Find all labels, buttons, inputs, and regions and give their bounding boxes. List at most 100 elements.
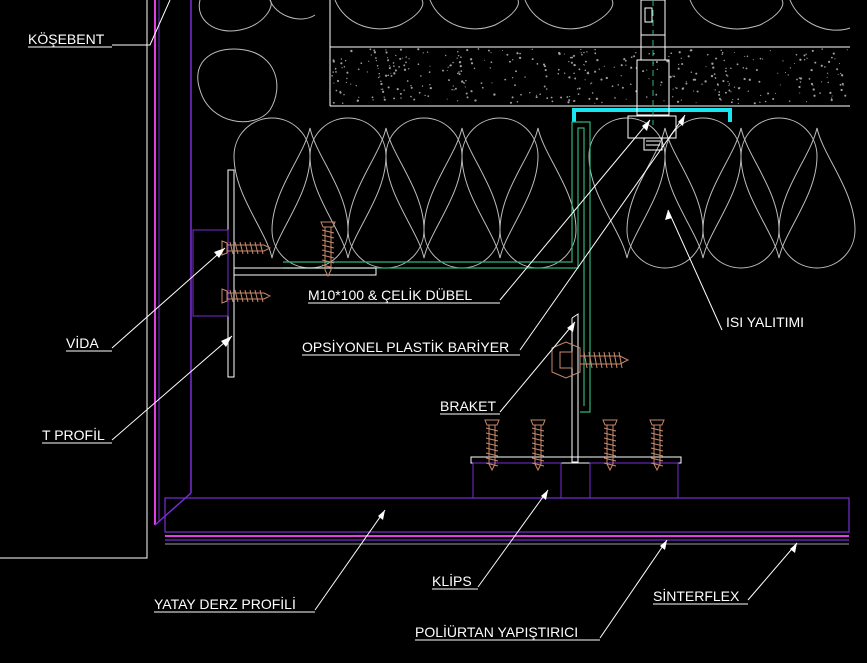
concrete-speck — [827, 60, 831, 64]
concrete-speck — [588, 97, 591, 100]
concrete-speck — [452, 61, 454, 64]
concrete-speck — [846, 49, 848, 51]
concrete-speck — [704, 80, 707, 83]
concrete-speck — [542, 63, 546, 66]
concrete-speck — [493, 93, 496, 96]
concrete-speck — [573, 72, 575, 74]
concrete-speck — [340, 62, 343, 65]
concrete-speck — [387, 59, 390, 62]
concrete-speck — [798, 85, 801, 89]
concrete-speck — [379, 75, 381, 77]
concrete-speck — [746, 55, 749, 58]
concrete-speck — [420, 75, 422, 77]
concrete-speck — [594, 70, 597, 73]
insulation-fiber — [461, 117, 539, 259]
concrete-speck — [457, 72, 459, 75]
concrete-speck — [380, 82, 383, 86]
concrete-speck — [332, 71, 334, 73]
concrete-speck — [583, 51, 585, 54]
concrete-speck — [417, 48, 420, 51]
concrete-speck — [712, 66, 715, 69]
concrete-speck — [461, 80, 464, 83]
concrete-speck — [451, 88, 453, 91]
concrete-speck — [405, 56, 407, 58]
concrete-speck — [584, 79, 586, 81]
concrete-speck — [759, 101, 761, 103]
concrete-speck — [529, 92, 531, 94]
label-isi-yalitimi: ISI YALITIMI — [726, 314, 804, 330]
concrete-speck — [504, 78, 507, 81]
concrete-speck — [680, 99, 682, 101]
concrete-speck — [395, 54, 397, 57]
concrete-speck — [737, 102, 739, 105]
concrete-speck — [393, 72, 396, 75]
concrete-speck — [803, 54, 806, 57]
concrete-speck — [696, 90, 699, 93]
label-bariyer: OPSİYONEL PLASTİK BARİYER — [302, 338, 509, 355]
concrete-speck — [360, 62, 363, 64]
concrete-speck — [821, 48, 823, 50]
concrete-speck — [581, 53, 583, 56]
concrete-speck — [388, 64, 390, 67]
concrete-speck — [676, 100, 680, 103]
concrete-speck — [394, 69, 397, 72]
concrete-speck — [491, 82, 493, 84]
concrete-speck — [424, 94, 426, 97]
concrete-speck — [350, 83, 352, 85]
concrete-speck — [645, 96, 648, 98]
screw — [649, 419, 665, 472]
concrete-speck — [764, 100, 767, 103]
concrete-speck — [477, 48, 480, 50]
concrete-speck — [796, 78, 798, 81]
concrete-speck — [732, 99, 734, 101]
concrete-speck — [803, 59, 806, 61]
concrete-speck — [648, 52, 650, 55]
concrete-speck — [402, 57, 403, 59]
concrete-speck — [490, 52, 492, 54]
concrete-speck — [345, 81, 347, 84]
concrete-speck — [387, 74, 390, 77]
concrete-speck — [799, 92, 801, 94]
concrete-speck — [727, 81, 729, 83]
concrete-speck — [687, 55, 690, 58]
concrete-speck — [831, 56, 833, 59]
concrete-speck — [543, 85, 546, 88]
concrete-speck — [633, 55, 636, 58]
concrete-speck — [375, 60, 377, 62]
concrete-speck — [377, 67, 379, 69]
concrete-speck — [678, 51, 681, 54]
concrete-speck — [577, 93, 580, 95]
slab-plate — [572, 108, 732, 122]
concrete-speck — [812, 85, 814, 87]
concrete-speck — [332, 101, 335, 104]
plastic-barrier — [283, 121, 591, 413]
label-t-profil: T PROFİL — [42, 426, 105, 443]
insulation-fiber — [740, 117, 818, 259]
concrete-speck — [840, 74, 844, 77]
concrete-speck — [827, 81, 829, 84]
concrete-speck — [545, 88, 548, 90]
concrete-speck — [487, 49, 490, 52]
concrete-speck — [516, 52, 519, 55]
concrete-speck — [580, 48, 582, 51]
concrete-speck — [403, 64, 406, 67]
concrete-speck — [408, 58, 410, 60]
concrete-speck — [410, 85, 412, 87]
concrete-speck — [669, 75, 672, 79]
concrete-speck — [839, 83, 842, 86]
concrete-speck — [422, 52, 424, 54]
concrete-speck — [373, 49, 376, 52]
concrete-speck — [672, 96, 674, 98]
concrete-speck — [673, 75, 676, 78]
concrete-speck — [711, 62, 714, 65]
concrete-speck — [448, 79, 450, 82]
concrete-speck — [737, 98, 740, 101]
concrete-speck — [406, 80, 409, 82]
concrete-speck — [630, 83, 632, 86]
concrete-speck — [508, 60, 512, 63]
concrete-speck — [466, 96, 469, 99]
concrete-speck — [464, 86, 466, 88]
concrete-speck — [535, 94, 538, 96]
concrete-speck — [623, 58, 626, 61]
